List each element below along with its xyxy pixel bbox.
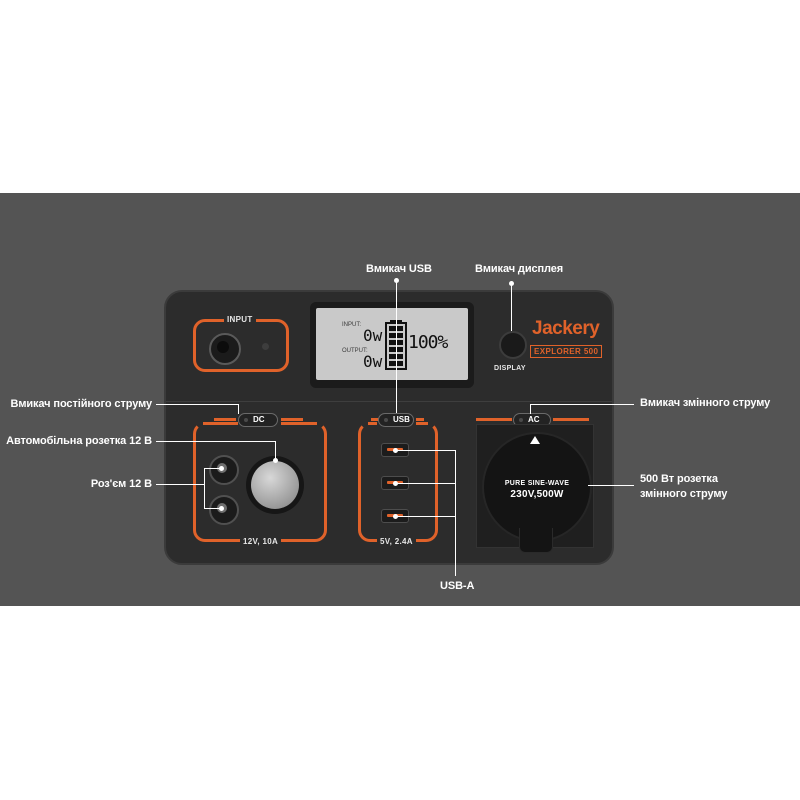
lcd-input-label: INPUT: <box>342 322 362 328</box>
dc-frame-top-right <box>281 422 317 425</box>
usb-frame-top-right <box>416 422 428 425</box>
display-leader-dot <box>509 281 514 286</box>
ac-rating-text: 230V,500W <box>510 489 564 500</box>
dc-rating-label: 12V, 10A <box>240 537 282 546</box>
usb-switch-led <box>384 417 388 422</box>
dc-indicator-line-right <box>281 418 303 421</box>
ac-outlet-annotation: 500 Вт розетка змінного струму <box>640 473 728 500</box>
lcd-output-label: OUTPUT: <box>342 348 368 354</box>
input-port-frame <box>193 319 289 372</box>
dc-switch-led <box>244 417 248 422</box>
dc-frame-top-left <box>203 422 238 425</box>
car-socket-annotation: Автомобільна розетка 12 В <box>6 435 152 447</box>
dc-port-leader-bracket <box>204 468 205 508</box>
usb-a-leader-1 <box>395 450 455 451</box>
usb-switch-leader-dot <box>394 278 399 283</box>
lcd-output-value: 0w <box>363 352 383 371</box>
car-socket-leader-v <box>275 441 276 461</box>
dc-port-leader-dot-top <box>219 466 224 471</box>
usb-a-leader-dot-1 <box>393 448 398 453</box>
usb-switch-annotation: Вмикач USB <box>366 263 432 275</box>
display-switch-annotation: Вмикач дисплея <box>475 263 564 275</box>
car-socket-cap[interactable] <box>251 461 299 509</box>
lcd-battery-percent: 100% <box>408 332 448 353</box>
usb-frame-top-left <box>368 422 377 425</box>
usb-rating-label: 5V, 2.4A <box>377 537 416 546</box>
dc-switch-button[interactable]: DC <box>238 413 278 427</box>
ac-up-arrow-icon <box>530 436 540 444</box>
dc-port-leader-bottom <box>204 508 222 509</box>
dc-switch-leader-h <box>156 404 239 405</box>
model-badge: EXPLORER 500 <box>530 345 603 358</box>
dc-port-leader-top <box>204 468 222 469</box>
usb-a-annotation: USB-A <box>440 580 475 592</box>
ac-sine-wave-text: PURE SINE-WAVE <box>504 480 570 487</box>
ac-indicator-line-left <box>476 418 512 421</box>
lcd-input-value: 0w <box>363 326 383 345</box>
usb-a-leader-2 <box>395 483 455 484</box>
dc-switch-label: DC <box>253 415 265 424</box>
usb-indicator-line-right <box>416 418 424 421</box>
ac-switch-label: AC <box>528 415 540 424</box>
ac-switch-annotation: Вмикач змінного струму <box>640 397 771 409</box>
display-leader <box>511 283 512 331</box>
ac-outlet-cover-tab[interactable] <box>519 528 553 553</box>
display-label: DISPLAY <box>494 365 526 372</box>
input-dc-port-hole <box>217 341 229 353</box>
car-socket-leader-dot <box>273 458 278 463</box>
dc-port-leader-dot-bottom <box>219 506 224 511</box>
dc-port-leader-h <box>156 484 204 485</box>
ac-outlet-socket[interactable] <box>484 434 590 540</box>
usb-switch-button[interactable]: USB <box>378 413 414 427</box>
dc-switch-annotation: Вмикач постійного струму <box>10 398 152 410</box>
input-indicator-led <box>262 343 269 350</box>
input-label: INPUT <box>224 315 256 324</box>
ac-switch-leader-v <box>530 404 531 414</box>
dc-switch-leader-v <box>238 404 239 414</box>
ac-switch-button[interactable]: AC <box>513 413 551 427</box>
ac-switch-led <box>519 417 523 422</box>
ac-indicator-line-right <box>553 418 589 421</box>
usb-a-leader-v <box>455 450 456 576</box>
usb-switch-label: USB <box>393 415 410 424</box>
usb-a-leader-dot-3 <box>393 514 398 519</box>
display-button[interactable] <box>499 331 527 359</box>
brand-logo: Jackery <box>532 318 600 339</box>
dc-port-annotation: Роз'єм 12 В <box>90 478 152 490</box>
dc-indicator-line-left <box>214 418 236 421</box>
usb-a-leader-3 <box>395 516 455 517</box>
usb-switch-leader <box>396 280 397 413</box>
car-socket-leader-h <box>156 441 275 442</box>
usb-indicator-line-left <box>371 418 379 421</box>
ac-outlet-leader <box>588 485 634 486</box>
usb-a-leader-dot-2 <box>393 481 398 486</box>
ac-switch-leader-h <box>530 404 634 405</box>
panel-divider <box>166 401 612 402</box>
